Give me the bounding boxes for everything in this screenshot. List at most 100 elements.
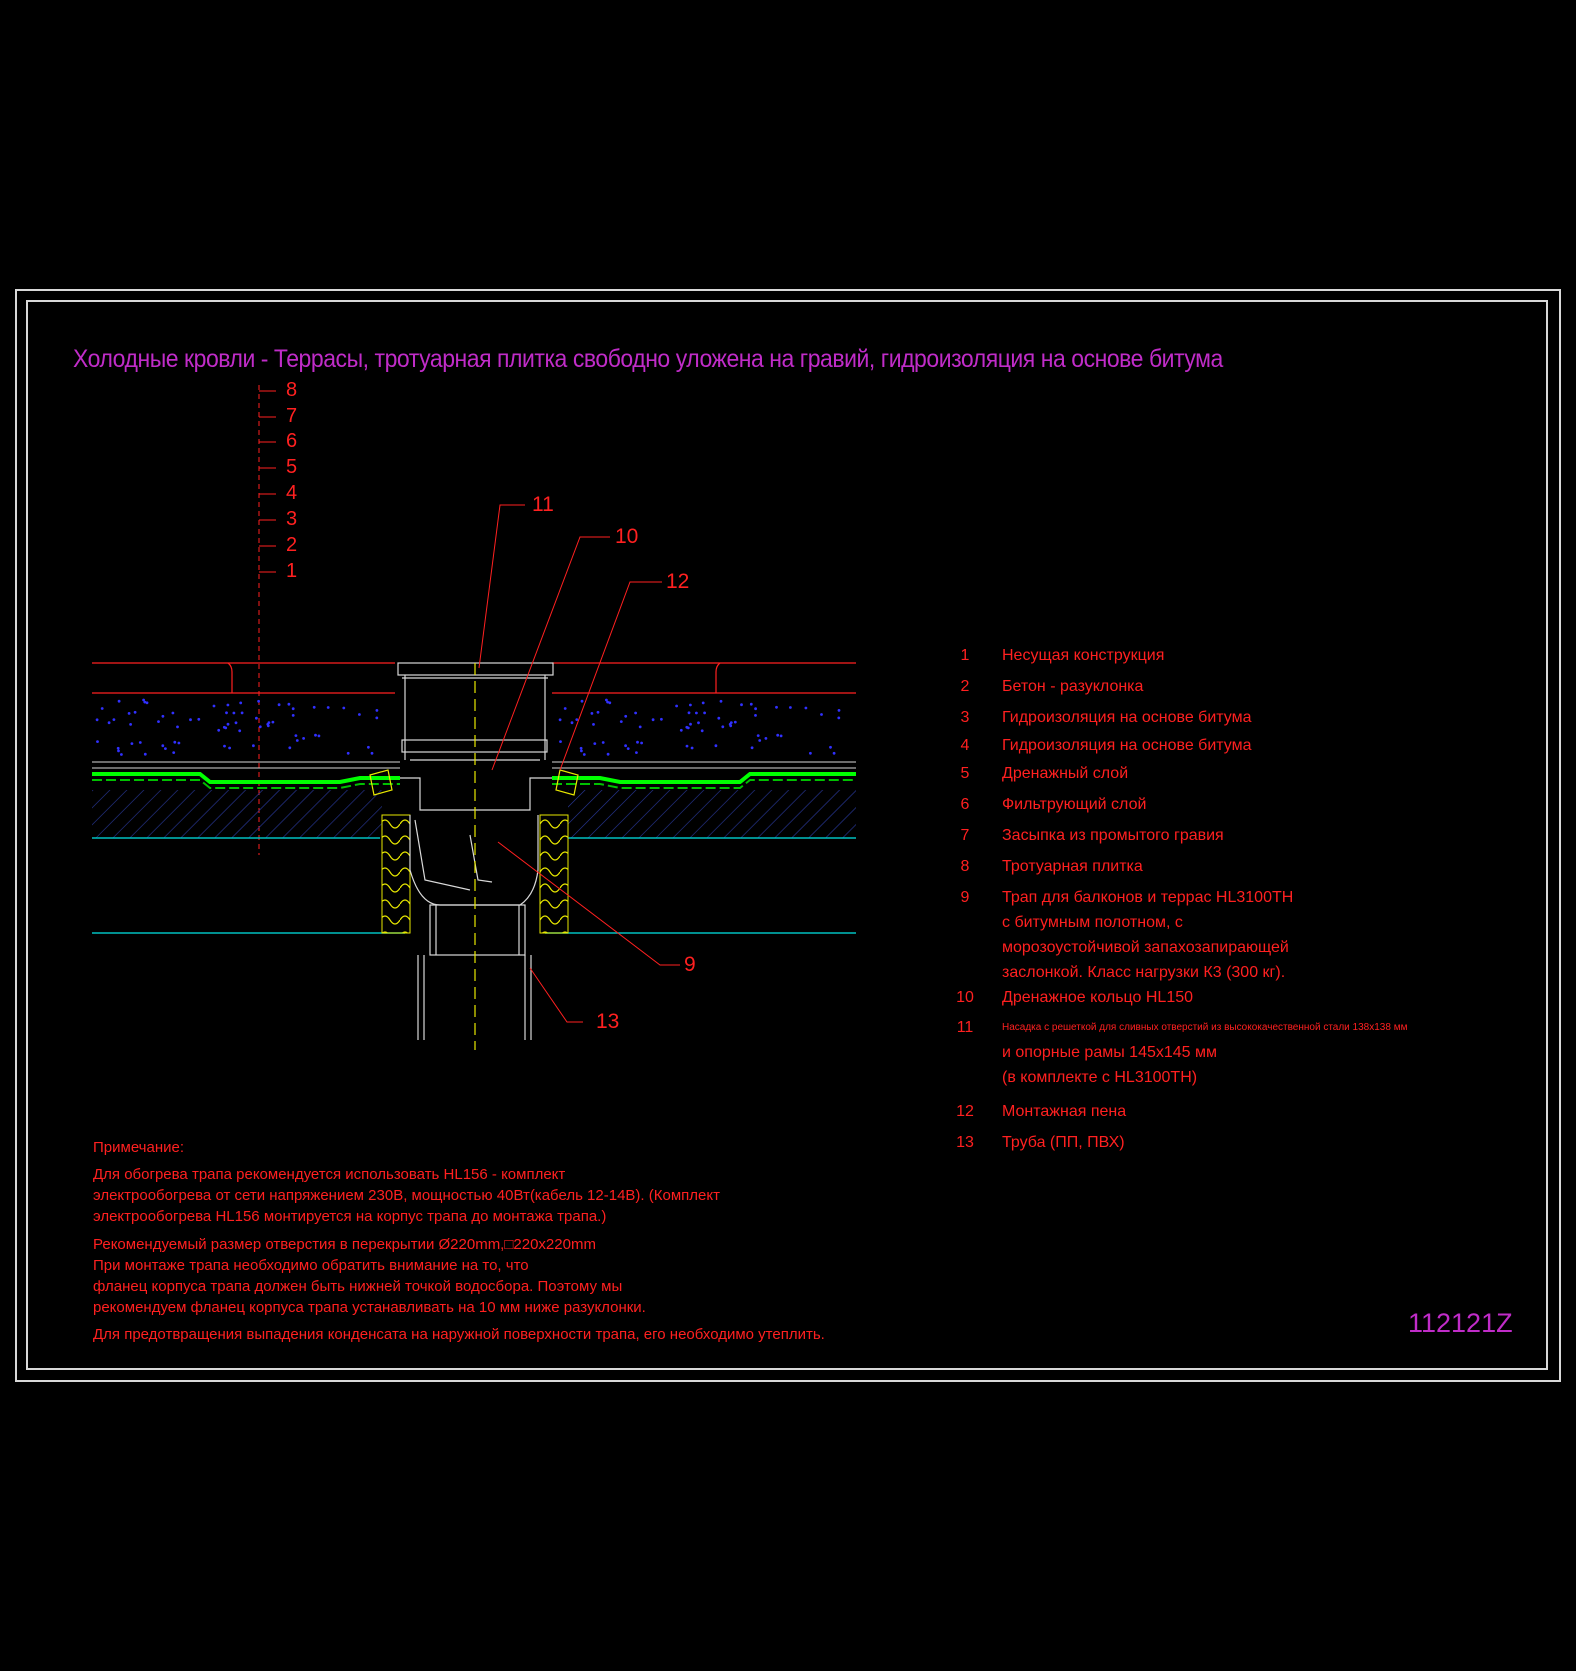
callout-10: 10 bbox=[615, 525, 639, 548]
gravel-dot bbox=[837, 716, 841, 720]
gravel-dot bbox=[721, 725, 725, 729]
gravel-dot bbox=[291, 707, 295, 711]
gravel-dot bbox=[651, 718, 655, 722]
gravel-dot bbox=[675, 704, 678, 708]
gravel-dot bbox=[326, 706, 330, 709]
gravel-dot bbox=[277, 703, 281, 707]
gravel-dot bbox=[225, 711, 228, 715]
foam-insulation bbox=[381, 814, 569, 934]
notes-line: Для обогрева трапа рекомендуется использ… bbox=[93, 1166, 566, 1183]
paving-slabs bbox=[92, 662, 856, 694]
legend-text: Несущая конструкция bbox=[1002, 647, 1165, 664]
gravel-dot bbox=[161, 744, 165, 748]
legend-number: 7 bbox=[960, 827, 970, 844]
gravel-dot bbox=[317, 734, 321, 738]
gravel-dot bbox=[635, 751, 638, 754]
gravel-dot bbox=[346, 751, 350, 755]
notes-line: электрообогрева HL156 монтируется на кор… bbox=[93, 1208, 607, 1225]
gravel-dot bbox=[226, 703, 230, 707]
gravel-dot bbox=[636, 740, 639, 744]
legend-number: 1 bbox=[960, 647, 970, 664]
gravel-dot bbox=[117, 699, 121, 703]
gravel-dot bbox=[127, 712, 131, 715]
gravel-dot bbox=[143, 752, 147, 756]
legend-text: Дренажное кольцо HL150 bbox=[1002, 989, 1194, 1006]
gravel-dot bbox=[223, 744, 226, 748]
notes-line: электрообогрева от сети напряжением 230В… bbox=[93, 1187, 720, 1204]
notes-line: При монтаже трапа необходимо обратить вн… bbox=[93, 1257, 529, 1274]
gravel-dot bbox=[142, 698, 146, 702]
gravel-dot bbox=[302, 737, 305, 740]
gravel-dot bbox=[837, 709, 841, 712]
gravel-dot bbox=[596, 710, 600, 714]
gravel-dot bbox=[640, 741, 643, 745]
legend-text: Тротуарная плитка bbox=[1002, 858, 1143, 875]
legend-number: 3 bbox=[960, 709, 970, 726]
gravel-dot bbox=[112, 718, 116, 721]
gravel-dot bbox=[252, 744, 255, 748]
gravel-dot bbox=[239, 701, 243, 705]
gravel-dot bbox=[701, 701, 705, 705]
tick-label: 3 bbox=[286, 508, 298, 530]
gravel-dot bbox=[287, 702, 291, 706]
gravel-dot bbox=[624, 714, 628, 718]
gravel-dot bbox=[608, 701, 612, 705]
gravel-dot bbox=[288, 746, 292, 750]
gravel-dot bbox=[601, 741, 605, 744]
gravel-dot bbox=[173, 740, 177, 744]
legend-text: Фильтрующий слой bbox=[1002, 796, 1147, 813]
gravel-dot bbox=[733, 720, 737, 724]
legend-text: Труба (ПП, ПВХ) bbox=[1002, 1134, 1125, 1151]
gravel-dot bbox=[370, 751, 374, 755]
gravel-dot bbox=[750, 746, 754, 750]
legend-text: Насадка с решеткой для сливных отверстий… bbox=[1002, 1022, 1408, 1033]
tick-label: 5 bbox=[286, 456, 298, 478]
legend-number: 5 bbox=[960, 765, 970, 782]
gravel-dot bbox=[143, 700, 147, 704]
gravel-dot bbox=[189, 718, 192, 722]
drawing-title: Холодные кровли - Террасы, тротуарная пл… bbox=[73, 345, 1223, 373]
gravel-dot bbox=[695, 711, 698, 715]
gravel-dot bbox=[703, 711, 706, 715]
gravel-dot bbox=[804, 706, 808, 710]
drainage-layers bbox=[92, 761, 856, 769]
gravel-layer bbox=[95, 698, 841, 756]
notes-heading: Примечание: bbox=[93, 1139, 184, 1156]
gravel-dot bbox=[145, 701, 149, 705]
tick-label: 8 bbox=[286, 379, 298, 401]
gravel-dot bbox=[717, 716, 721, 720]
gravel-dot bbox=[295, 739, 299, 742]
callout-leaders bbox=[478, 504, 680, 1023]
gravel-dot bbox=[222, 725, 226, 729]
legend-text: Монтажная пена bbox=[1002, 1103, 1127, 1120]
legend-text: и опорные рамы 145х145 мм bbox=[1002, 1044, 1217, 1061]
gravel-dot bbox=[197, 717, 201, 721]
gravel-dot bbox=[593, 742, 597, 745]
gravel-dot bbox=[754, 707, 757, 711]
gravel-dot bbox=[687, 711, 691, 715]
gravel-dot bbox=[756, 734, 760, 737]
gravel-dot bbox=[660, 717, 663, 721]
legend-number: 2 bbox=[960, 678, 970, 695]
tick-label: 1 bbox=[286, 560, 298, 582]
tick-label: 6 bbox=[286, 430, 298, 452]
legend-number: 13 bbox=[956, 1134, 974, 1151]
gravel-dot bbox=[157, 720, 160, 723]
gravel-dot bbox=[367, 745, 370, 749]
gravel-dot bbox=[255, 716, 258, 720]
notes-line: рекомендуем фланец корпуса трапа устанав… bbox=[93, 1299, 646, 1316]
gravel-dot bbox=[619, 720, 623, 723]
callout-12: 12 bbox=[666, 570, 690, 593]
legend-number: 8 bbox=[960, 858, 970, 875]
gravel-dot bbox=[117, 749, 120, 753]
notes-line: Для предотвращения выпадения конденсата … bbox=[93, 1326, 825, 1343]
gravel-dot bbox=[809, 751, 812, 755]
gravel-dot bbox=[590, 712, 594, 715]
gravel-dot bbox=[685, 744, 689, 748]
gravel-dot bbox=[171, 711, 175, 715]
gravel-dot bbox=[95, 718, 99, 722]
gravel-dot bbox=[679, 728, 683, 732]
gravel-dot bbox=[789, 706, 792, 709]
gravel-dot bbox=[570, 721, 574, 725]
